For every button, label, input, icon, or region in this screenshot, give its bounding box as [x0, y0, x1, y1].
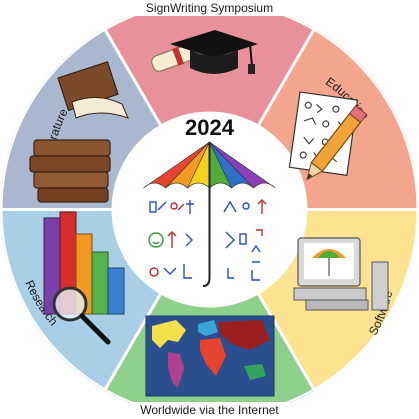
top-label: SignWriting Symposium — [146, 1, 273, 15]
bar-chart-magnifier-icon — [43, 211, 125, 345]
center-year: 2024 — [185, 115, 235, 140]
signwriting-glyphs — [148, 199, 267, 281]
umbrella-signwriting-icon — [143, 141, 276, 287]
umbrella-panel — [209, 141, 276, 189]
world-map-icon — [145, 315, 275, 397]
segment-label-worldwide: Worldwide via the Internet — [140, 403, 279, 417]
paper-pencil-icon — [288, 91, 368, 181]
graduation-cap-diploma-icon — [151, 30, 258, 74]
books-icon — [29, 61, 129, 203]
top-label-backdrop — [130, 0, 290, 16]
segment-symposium — [104, 0, 315, 210]
bottom-label-backdrop — [130, 402, 290, 419]
umbrella-canopy — [143, 141, 276, 189]
computer-icon — [293, 237, 389, 311]
